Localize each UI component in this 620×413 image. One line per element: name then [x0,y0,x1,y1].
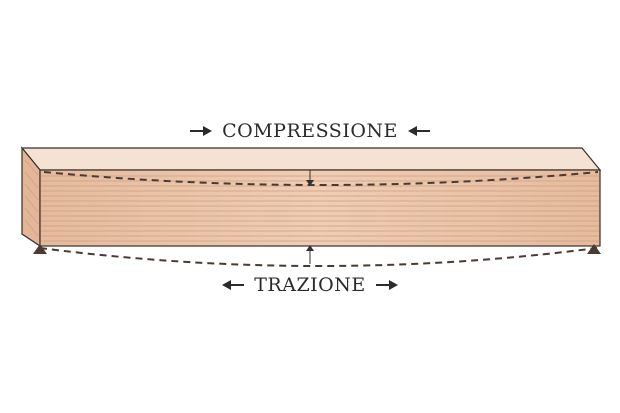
compression-deflection-arrowhead [306,180,314,186]
compression-deflection-line [43,171,599,186]
tension-label: TRAZIONE [160,272,460,298]
end-grain [24,159,39,237]
beam-front-face [39,169,601,247]
arrow-right-icon [375,280,398,290]
tension-deflection-line [39,247,598,267]
arrow-right-icon [190,126,213,136]
left-support-icon [33,244,47,254]
compression-text: COMPRESSIONE [222,120,398,142]
arrow-left-icon [222,280,245,290]
beam-top-face [20,147,602,171]
beam-grain-lines [41,175,599,242]
tension-deflection-arrowhead [306,245,314,251]
compression-label: COMPRESSIONE [150,118,470,144]
tension-text: TRAZIONE [254,274,366,296]
right-support-icon [587,244,601,254]
arrow-left-icon [407,126,430,136]
